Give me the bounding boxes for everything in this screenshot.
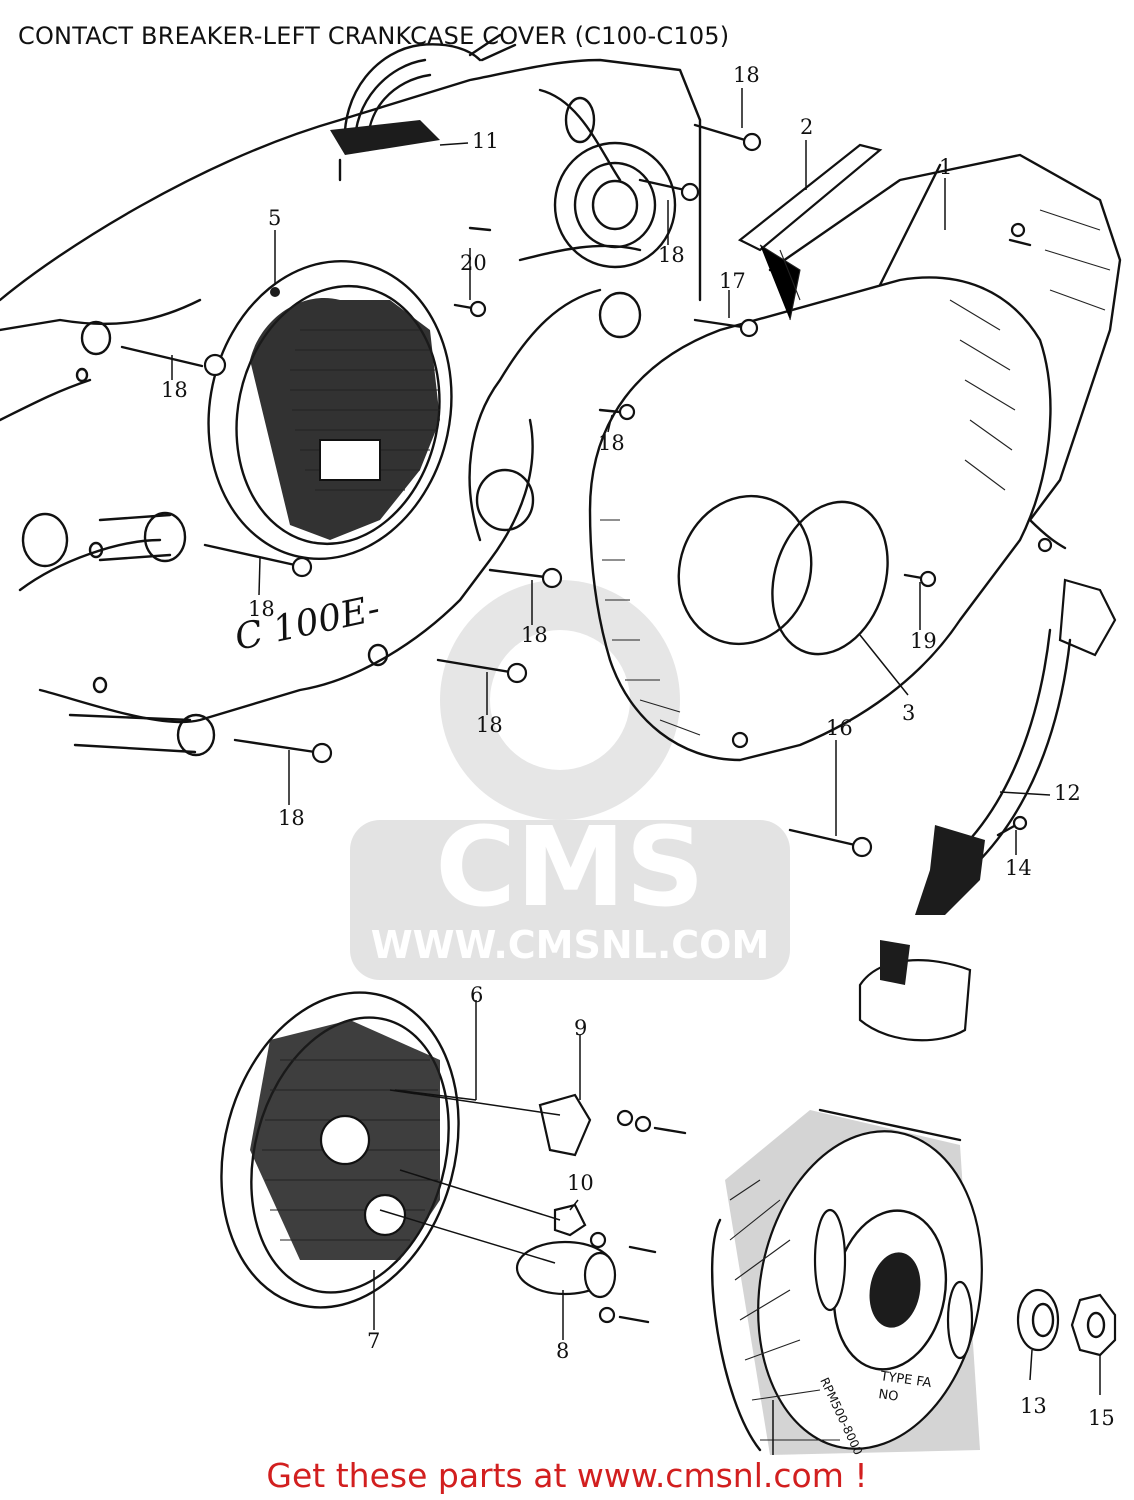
part-label-18: 18 [733,63,760,87]
part-label-3: 3 [902,701,915,725]
gasket-2 [737,143,883,321]
part-label-11: 11 [472,129,499,153]
part-label-1: 1 [939,155,952,179]
flywheel-no-stamp: NO [877,1387,899,1405]
contact-points-9-10-condenser-8 [379,1089,687,1324]
part-label-5: 5 [268,206,281,230]
diagram-title: CONTACT BREAKER-LEFT CRANKCASE COVER (C1… [18,22,730,50]
part-label-18: 18 [278,806,305,830]
part-label-18: 18 [248,597,275,621]
part-label-18: 18 [521,623,548,647]
part-number-labels: 18 2 1 11 5 18 17 20 18 18 18 18 18 18 1… [161,63,1115,1430]
cms-watermark: CMS WWW.CMSNL.COM [350,580,790,980]
flywheel-type-stamp: TYPE FA [878,1369,932,1391]
crankcase-cover-1 [588,153,1122,762]
part-label-8: 8 [556,1339,569,1363]
part-label-14: 14 [1005,856,1032,880]
part-label-18: 18 [161,378,188,402]
part-label-19: 19 [910,629,937,653]
watermark-url: WWW.CMSNL.COM [371,923,770,967]
bolts [120,123,1028,858]
wire-grommet-11 [330,33,517,182]
part-label-18: 18 [658,243,685,267]
gearchange-pedal-12 [858,578,1117,1042]
part-label-18: 18 [476,713,503,737]
flywheel-rotor: TYPE FA NO RPM500-8000 [710,1108,983,1457]
watermark-brand: CMS [435,803,704,931]
part-label-15: 15 [1088,1406,1115,1430]
part-label-2: 2 [800,115,813,139]
washer-13-nut-15 [1016,1288,1117,1357]
part-label-18: 18 [598,431,625,455]
part-label-13: 13 [1020,1394,1047,1418]
part-label-10: 10 [567,1171,594,1195]
part-label-12: 12 [1054,781,1081,805]
part-label-20: 20 [460,251,487,275]
part-label-9: 9 [574,1016,587,1040]
part-label-17: 17 [719,269,746,293]
footer-cta-link[interactable]: Get these parts at www.cmsnl.com ! [266,1456,868,1495]
part-label-16: 16 [826,716,853,740]
leader-lines [171,88,1101,1455]
stator-assembly-5 [203,259,453,561]
breaker-plate-6-7 [220,991,460,1309]
part-label-7: 7 [367,1329,380,1353]
part-label-6: 6 [470,983,483,1007]
